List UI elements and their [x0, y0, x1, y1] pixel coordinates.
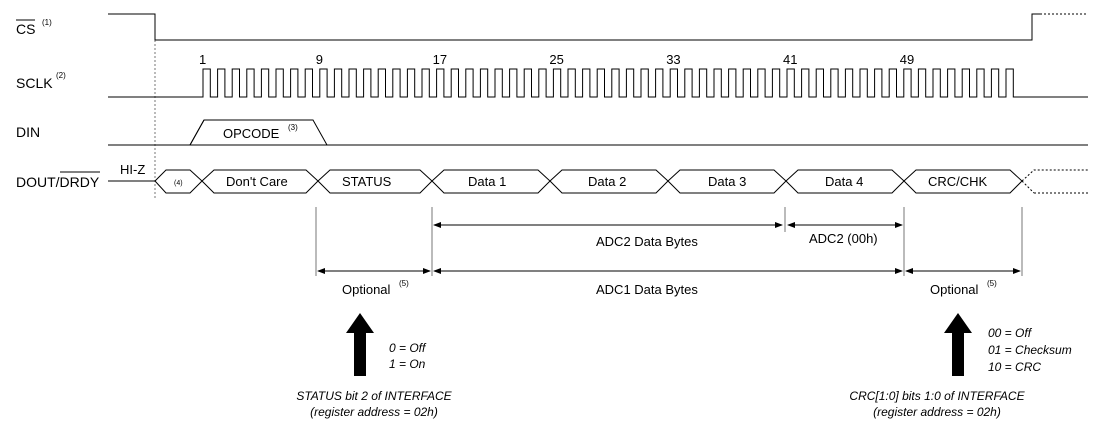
- clock-number-41: 41: [783, 52, 797, 67]
- crc-option-off: 00 = Off: [988, 326, 1033, 340]
- crc-option-checksum: 01 = Checksum: [988, 343, 1072, 357]
- dout-data1-label: Data 1: [468, 174, 506, 189]
- dout-status-label: STATUS: [342, 174, 392, 189]
- svg-text:(5): (5): [399, 279, 409, 288]
- dout-seg4-label: (4): [174, 180, 183, 187]
- sclk-label: SCLK (2): [16, 71, 66, 91]
- clock-numbers: 1 9 17 25 33 41 49: [199, 52, 914, 67]
- svg-text:Optional: Optional: [930, 282, 979, 297]
- clock-number-9: 9: [316, 52, 323, 67]
- svg-text:Optional: Optional: [342, 282, 391, 297]
- dout-crc-label: CRC/CHK: [928, 174, 988, 189]
- cs-label: CS (1): [16, 18, 52, 37]
- din-label: DIN: [16, 124, 40, 140]
- clock-number-25: 25: [549, 52, 563, 67]
- dout-data2-label: Data 2: [588, 174, 626, 189]
- adc2-00h-label: ADC2 (00h): [809, 231, 878, 246]
- crc-caption-line1: CRC[1:0] bits 1:0 of INTERFACE: [849, 389, 1025, 403]
- optional-right-label: Optional (5): [930, 279, 997, 297]
- svg-text:OPCODE: OPCODE: [223, 126, 280, 141]
- svg-text:CS: CS: [16, 21, 35, 37]
- clock-number-33: 33: [666, 52, 680, 67]
- svg-text:(3): (3): [288, 123, 298, 132]
- status-up-arrow-icon: [346, 313, 374, 376]
- status-option-on: 1 = On: [389, 357, 426, 371]
- optional-left-label: Optional (5): [342, 279, 409, 297]
- cs-waveform: [108, 13, 1040, 41]
- dout-tail-dashed: [1021, 169, 1088, 194]
- svg-text:DOUT/DRDY: DOUT/DRDY: [16, 174, 100, 190]
- status-option-off: 0 = Off: [389, 341, 427, 355]
- dout-label: DOUT/DRDY: [16, 171, 100, 190]
- adc1-bytes-label: ADC1 Data Bytes: [596, 282, 698, 297]
- dout-data4-label: Data 4: [825, 174, 863, 189]
- status-caption-line1: STATUS bit 2 of INTERFACE: [296, 389, 452, 403]
- din-waveform: [108, 119, 1088, 146]
- dout-data3-label: Data 3: [708, 174, 746, 189]
- clock-number-49: 49: [900, 52, 914, 67]
- adc2-bytes-label: ADC2 Data Bytes: [596, 234, 698, 249]
- svg-text:SCLK: SCLK: [16, 75, 53, 91]
- crc-caption-line2: (register address = 02h): [873, 405, 1001, 419]
- crc-option-crc: 10 = CRC: [988, 360, 1041, 374]
- sclk-waveform: [108, 68, 1088, 98]
- hiz-label: HI-Z: [120, 162, 145, 177]
- status-caption-line2: (register address = 02h): [310, 405, 438, 419]
- svg-text:(2): (2): [56, 71, 66, 80]
- clock-number-1: 1: [199, 52, 206, 67]
- crc-up-arrow-icon: [944, 313, 972, 376]
- clock-number-17: 17: [433, 52, 447, 67]
- dout-dontcare-label: Don't Care: [226, 174, 288, 189]
- svg-text:(5): (5): [987, 279, 997, 288]
- din-opcode: OPCODE (3): [223, 123, 298, 141]
- svg-text:(1): (1): [42, 18, 52, 27]
